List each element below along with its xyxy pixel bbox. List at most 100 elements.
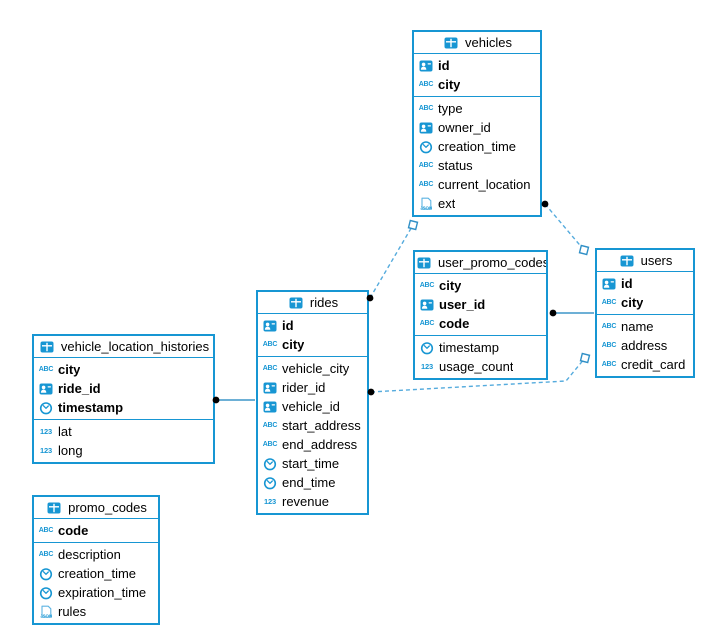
datetime-type-icon: [37, 400, 55, 415]
relation-line[interactable]: [544, 203, 585, 251]
relation-square-endpoint: [407, 219, 419, 231]
key-column-row[interactable]: ride_id: [34, 379, 213, 398]
column-name: start_address: [282, 418, 361, 433]
column-name: long: [58, 443, 83, 458]
relation-rides-users[interactable]: [367, 352, 591, 396]
relation-dot-endpoint: [541, 200, 549, 208]
column-row[interactable]: owner_id: [414, 118, 540, 137]
column-row[interactable]: end_time: [258, 473, 367, 492]
number-type-icon: 123: [40, 426, 52, 436]
column-row[interactable]: rider_id: [258, 378, 367, 397]
table-icon: [287, 295, 305, 310]
table-icon: [618, 253, 636, 268]
relation-vehicle_location_histories-rides[interactable]: [212, 396, 255, 404]
text-type-icon: ABC: [601, 361, 617, 368]
column-row[interactable]: timestamp: [415, 338, 546, 357]
relation-line[interactable]: [369, 224, 414, 299]
column-name: start_time: [282, 456, 340, 471]
column-name: vehicle_id: [282, 399, 340, 414]
id-type-icon: [261, 399, 279, 414]
column-name: vehicle_city: [282, 361, 350, 376]
column-name: timestamp: [58, 400, 124, 415]
table-header[interactable]: rides: [258, 292, 367, 314]
column-row[interactable]: 123 lat: [34, 422, 213, 441]
key-column-row[interactable]: user_id: [415, 295, 546, 314]
key-column-row[interactable]: id: [258, 316, 367, 335]
column-row[interactable]: expiration_time: [34, 583, 158, 602]
text-type-icon: ABC: [601, 299, 617, 306]
column-row[interactable]: vehicle_id: [258, 397, 367, 416]
column-row[interactable]: creation_time: [414, 137, 540, 156]
text-type-icon: ABC: [418, 181, 434, 188]
relation-dot-endpoint: [366, 294, 374, 302]
table-header[interactable]: promo_codes: [34, 497, 158, 519]
table-header[interactable]: user_promo_codes: [415, 252, 546, 274]
table-icon: [415, 255, 433, 270]
relation-user_promo_codes-users[interactable]: [549, 309, 594, 317]
column-name: address: [621, 338, 668, 353]
relation-line[interactable]: [370, 357, 586, 393]
table-name: vehicles: [465, 35, 512, 50]
relation-square-endpoint: [579, 352, 591, 364]
table-header[interactable]: vehicles: [414, 32, 540, 54]
text-type-icon: ABC: [419, 282, 435, 289]
svg-text:JSON: JSON: [40, 613, 52, 618]
column-name: id: [621, 276, 633, 291]
relation-vehicles-users[interactable]: [541, 200, 590, 256]
column-row[interactable]: 123 long: [34, 441, 213, 460]
relation-dot-endpoint: [549, 309, 557, 317]
column-row[interactable]: start_time: [258, 454, 367, 473]
id-type-icon: [261, 318, 279, 333]
column-row[interactable]: creation_time: [34, 564, 158, 583]
text-type-icon: ABC: [418, 162, 434, 169]
relation-rides-vehicles[interactable]: [366, 219, 419, 302]
column-name: current_location: [438, 177, 531, 192]
text-type-icon: ABC: [262, 341, 278, 348]
number-type-icon: 123: [40, 445, 52, 455]
text-type-icon: ABC: [601, 323, 617, 330]
key-column-row[interactable]: id: [414, 56, 540, 75]
column-name: end_address: [282, 437, 358, 452]
table-header[interactable]: users: [597, 250, 693, 272]
key-column-row[interactable]: id: [597, 274, 693, 293]
column-name: lat: [58, 424, 72, 439]
key-column-row[interactable]: timestamp: [34, 398, 213, 417]
relation-dot-endpoint: [367, 388, 375, 396]
table-icon: [442, 35, 460, 50]
json-type-icon: JSON: [417, 196, 435, 211]
column-row[interactable]: ABC current_location: [414, 175, 540, 194]
table-header[interactable]: vehicle_location_histories: [34, 336, 213, 358]
id-type-icon: [600, 276, 618, 291]
text-type-icon: ABC: [418, 105, 434, 112]
datetime-type-icon: [261, 456, 279, 471]
